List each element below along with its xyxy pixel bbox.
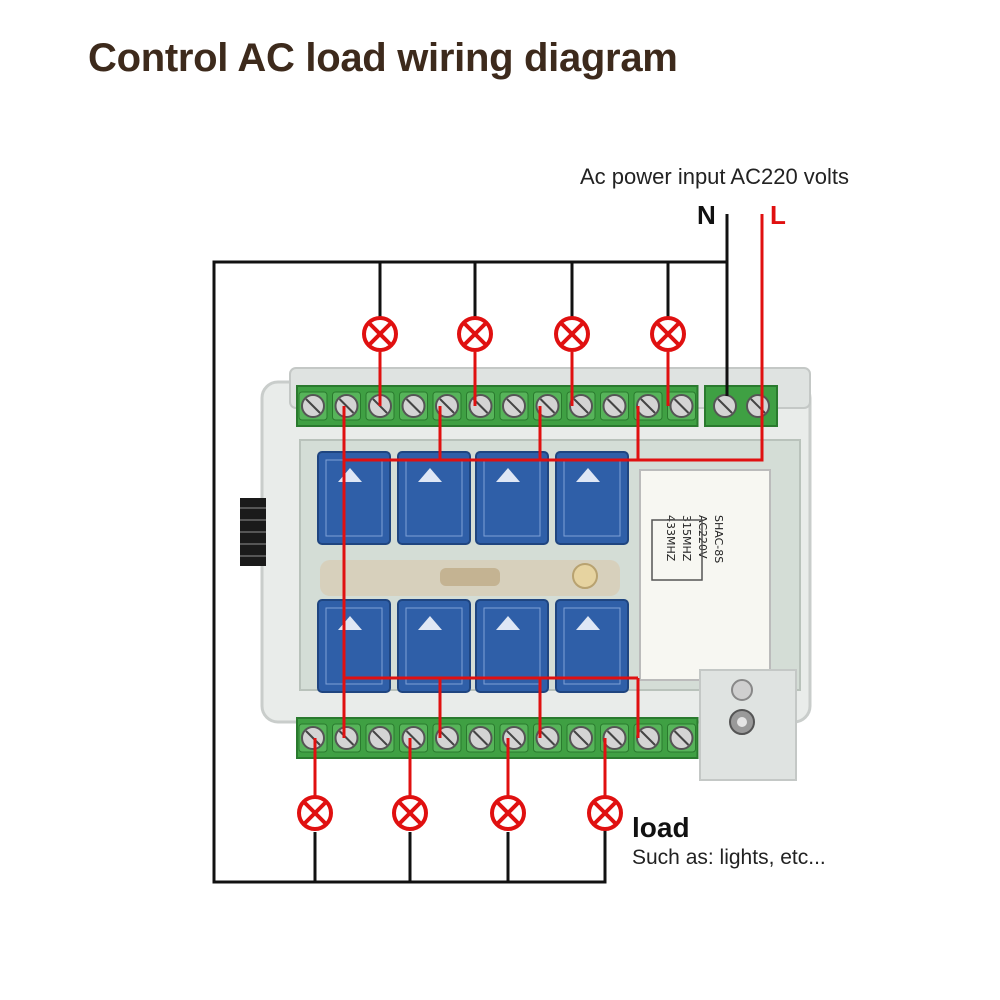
live-bus-wire xyxy=(344,396,764,462)
terminal-screw-icon xyxy=(432,723,462,753)
lamp-load-icon xyxy=(297,795,333,831)
terminal-screw-icon xyxy=(633,391,663,421)
terminal-screw-icon xyxy=(600,391,629,421)
page-title: Control AC load wiring diagram xyxy=(88,36,678,80)
terminal-screw-icon xyxy=(533,391,562,421)
terminal-screw-icon xyxy=(466,391,495,421)
lamp-load-icon xyxy=(650,316,686,352)
relay-icon xyxy=(397,599,471,693)
frequency-label-2: 433MHZ xyxy=(664,515,677,562)
terminal-screw-icon xyxy=(499,723,529,753)
terminal-screw-icon xyxy=(332,391,361,421)
terminal-screw-icon xyxy=(298,391,328,421)
live-label: L xyxy=(770,200,786,230)
relay-bank xyxy=(317,451,629,693)
terminal-screw-icon xyxy=(399,391,428,421)
wires xyxy=(212,214,764,884)
load-lamps xyxy=(297,316,686,831)
lamp-load-icon xyxy=(587,795,623,831)
neutral-bus-wire xyxy=(212,260,727,884)
neutral-label: N xyxy=(697,200,716,230)
terminal-screw-icon xyxy=(466,723,495,753)
relay-icon xyxy=(397,451,471,545)
terminal-screw-icon xyxy=(713,394,737,418)
terminal-screw-icon xyxy=(332,723,361,753)
relay-icon xyxy=(317,451,391,545)
terminal-screw-icon xyxy=(566,391,596,421)
terminal-screw-icon xyxy=(667,391,696,421)
terminal-screw-icon xyxy=(365,723,395,753)
relay-icon xyxy=(317,599,391,693)
lamp-load-icon xyxy=(392,795,428,831)
model-label: SHAC-8S xyxy=(712,515,725,563)
relay-icon xyxy=(475,599,549,693)
relay-icon xyxy=(555,599,629,693)
terminal-screw-icon xyxy=(499,391,529,421)
lamp-load-icon xyxy=(457,316,493,352)
terminal-screw-icon xyxy=(298,723,328,753)
terminal-screw-icon xyxy=(746,394,770,418)
terminal-screw-icon xyxy=(533,723,562,753)
terminal-screw-icon xyxy=(566,723,596,753)
lamp-load-icon xyxy=(362,316,398,352)
relay-icon xyxy=(475,451,549,545)
load-label: load xyxy=(632,812,690,843)
terminal-screw-icon xyxy=(399,723,428,753)
relay-icon xyxy=(555,451,629,545)
terminal-screw-icon xyxy=(600,723,629,753)
frequency-label-1: 315MHZ xyxy=(680,515,693,562)
power-input-label: Ac power input AC220 volts xyxy=(580,164,850,189)
terminal-screw-icon xyxy=(432,391,462,421)
lamp-load-icon xyxy=(554,316,590,352)
load-description: Such as: lights, etc... xyxy=(632,846,826,869)
lamp-load-icon xyxy=(490,795,526,831)
terminal-screw-icon xyxy=(667,723,696,753)
antenna-icon xyxy=(240,498,266,566)
